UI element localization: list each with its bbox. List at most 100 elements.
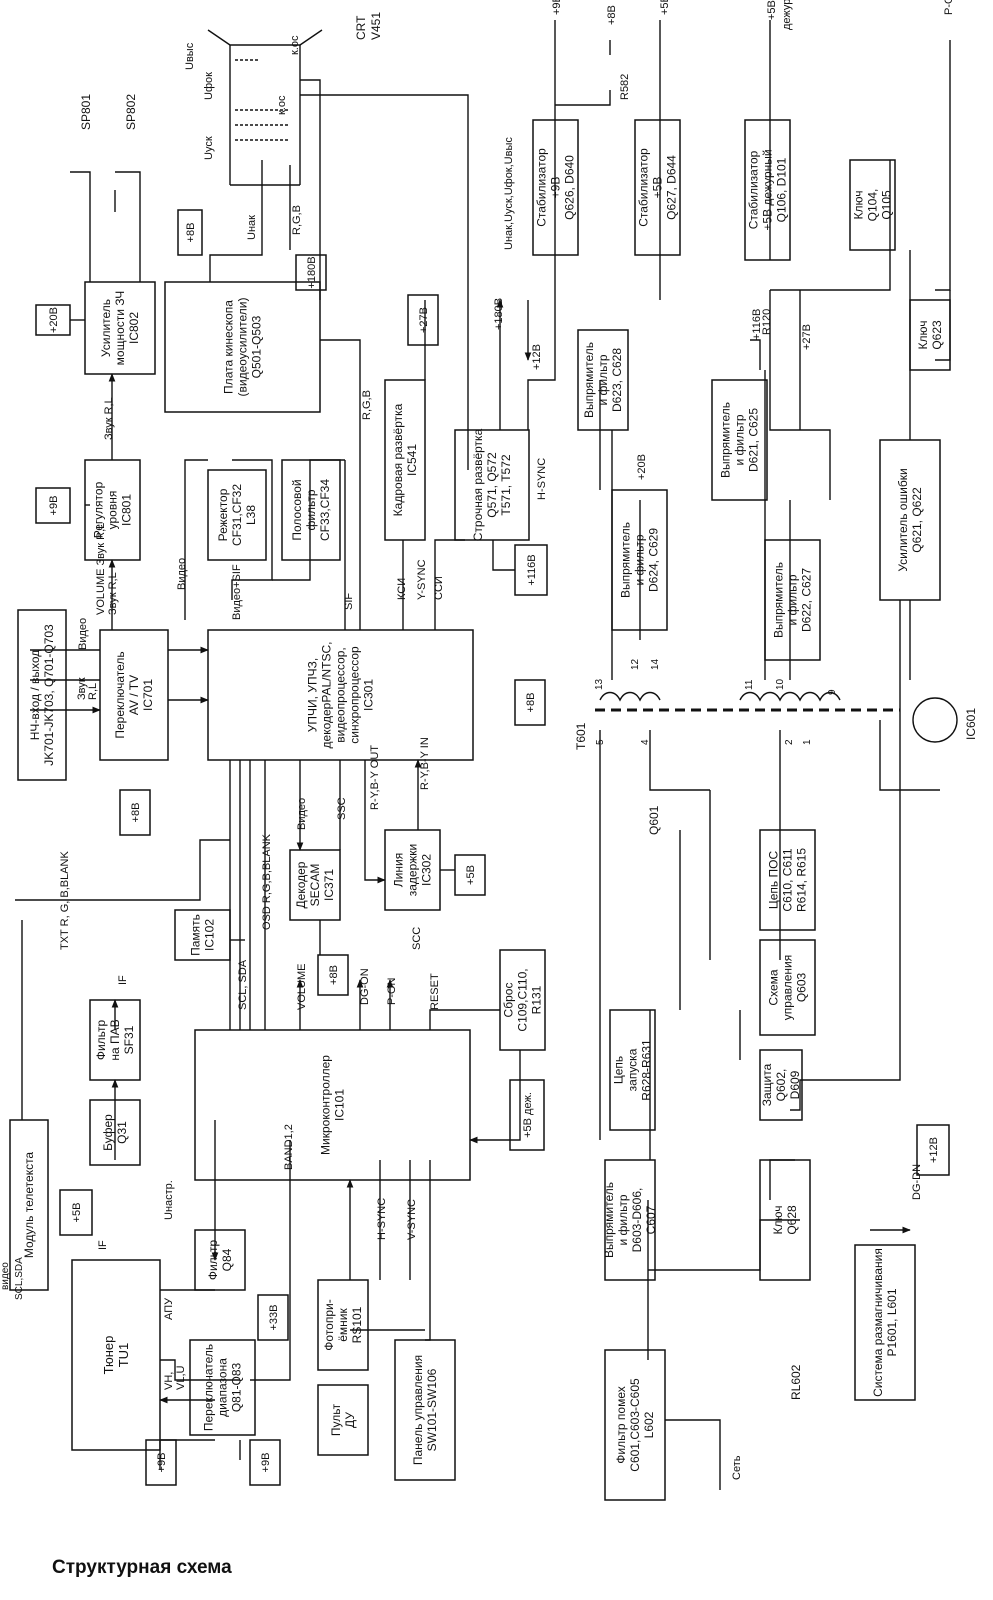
- rect-d623-box: [577, 329, 629, 431]
- plus20v-label: +20В: [48, 307, 60, 333]
- photo-box: [317, 1279, 369, 1371]
- rect-d622-label: Выпрямительи фильтрD622, C627: [772, 562, 814, 638]
- plus9v-band-box: [249, 1439, 281, 1486]
- buffer-label: БуферQ31: [101, 1114, 129, 1151]
- plus27v-vert-label: +27В: [418, 307, 430, 333]
- memory-box: [174, 909, 231, 961]
- plus12v-out-label: +12В: [531, 344, 543, 370]
- scl-sda-label: SCL, SDA: [237, 959, 249, 1010]
- rl602-label: RL602: [789, 1364, 803, 1400]
- txt-rgb-label: TXT R, G, B,BLANK: [59, 851, 71, 950]
- plus116v-out-label: +116В: [751, 309, 763, 340]
- plus9v-tuner-box: [145, 1439, 177, 1486]
- remote-box: [317, 1384, 369, 1456]
- plus33v-label: +33В: [268, 1305, 280, 1331]
- dgon-label: DG-ON: [359, 968, 371, 1005]
- reset-label: СбросC109,C110,R131: [502, 968, 544, 1031]
- rect-d622-box: [764, 539, 821, 661]
- stab5-label: Стабилизатор+5ВQ627, D644: [637, 148, 679, 227]
- pin14-label: 14: [650, 658, 661, 670]
- rect-main-label: Выпрямительи фильтрD603-D606,C607: [602, 1182, 658, 1258]
- band-switch-box: [189, 1339, 256, 1436]
- buffer-box: [89, 1099, 141, 1166]
- ysync-label: Y-SYNC: [416, 559, 428, 600]
- pin9-label: 9: [827, 689, 838, 695]
- crt-1-label: V451: [369, 12, 383, 40]
- plus180v-out-label: +180В: [493, 298, 505, 330]
- av-switch-label: ПереключательAV / TVIC701: [113, 651, 155, 738]
- av-io-box: [17, 609, 67, 781]
- rect-d623-label: Выпрямительи фильтрD623, C628: [582, 342, 624, 418]
- demag-label: Система размагничиванияP1601, L601: [871, 1248, 899, 1397]
- rejector-label: РежекторCF31,CF32L38: [216, 484, 258, 546]
- err-amp-label: Усилитель ошибкиQ621, Q622: [896, 468, 924, 571]
- ryby-in-label: R-Y,B-Y IN: [419, 737, 431, 790]
- reset-label: RESET: [429, 973, 441, 1010]
- stab9-label: Стабилизатор+9ВQ626, D640: [535, 148, 577, 227]
- plus8v-main-label: +8В: [525, 693, 537, 713]
- pin11-label: 11: [744, 679, 755, 690]
- rejector-box: [207, 469, 267, 561]
- startup-label: ЦепьзапускаR628-R631: [612, 1039, 654, 1101]
- plus12v-key-box: [916, 1124, 950, 1176]
- blocks: [9, 119, 951, 1501]
- video-av-label: Видео: [77, 618, 89, 650]
- uvolt-label: Uнак,Uуск,Uфок,Uвыс: [503, 137, 515, 250]
- crt-pin-4-label: к.ос: [289, 35, 301, 55]
- rect-d624-box: [611, 489, 668, 631]
- tuner-label: ТюнерTU1: [101, 1336, 131, 1375]
- photo-label: Фотопри-ёмникRS101: [322, 1299, 364, 1350]
- video-tt-label: видео: [0, 1262, 11, 1290]
- volume-label: VOLUME: [296, 964, 308, 1010]
- zvuk-rl-left2-label: R,L: [87, 683, 99, 700]
- panel-label: Панель управленияSW101-SW106: [411, 1355, 439, 1465]
- plus5v-tt-label: +5В: [71, 1203, 83, 1223]
- plus180v-box: [295, 254, 327, 291]
- pin12-label: 12: [630, 658, 641, 670]
- video-secam-label: Видео: [296, 798, 308, 830]
- av-io-label: НЧ-вход / выходJK701-JK703, Q701-Q703: [28, 624, 56, 766]
- pin2-label: 2: [784, 739, 795, 745]
- crt-pin-2-label: Uуск: [203, 136, 215, 160]
- av-switch-box: [99, 629, 169, 761]
- volume-rl-label: VOLUME Звук R,L: [95, 523, 107, 615]
- audio-amp-box: [84, 281, 156, 375]
- plus8v-kin-label: +8В: [185, 223, 197, 243]
- pos-loop-box: [759, 829, 816, 931]
- horizontal-label: Строчная развёрткаQ571, Q572T571, T572: [471, 428, 513, 541]
- protection-label: ЗащитаQ602,D609: [760, 1063, 802, 1106]
- plus5v-standby-top-1-label: дежурный: [781, 0, 793, 30]
- protection-box: [759, 1049, 803, 1121]
- secam-box: [289, 849, 341, 921]
- plus27v-out-label: +27В: [801, 324, 813, 350]
- mcu-box: [194, 1029, 471, 1181]
- pin1-label: 1: [802, 739, 813, 745]
- plus9v-band-label: +9В: [260, 1453, 272, 1473]
- stab5s-box: [744, 119, 791, 261]
- pin13-label: 13: [594, 678, 605, 690]
- pin4-label: 4: [640, 739, 651, 745]
- crt-pin-3-label: Uнак: [246, 215, 258, 240]
- plus12v-key-label: +12В: [928, 1137, 940, 1163]
- plus180v-label: +180В: [306, 256, 318, 288]
- plus5v-delay-box: [454, 854, 486, 896]
- saw-label: Фильтрна ПАВSF31: [94, 1019, 136, 1060]
- plus116v-hor-label: +116В: [526, 554, 538, 585]
- panel-box: [394, 1339, 456, 1481]
- r582-label: R582: [619, 74, 631, 100]
- plus8v-secam-box: [317, 954, 349, 996]
- sif-label: SIF: [343, 593, 355, 610]
- filter-q84-box: [194, 1229, 246, 1291]
- teletext-label: Модуль телетекста: [22, 1152, 36, 1259]
- err-amp-box: [879, 439, 941, 601]
- dgdn-label: DG-DN: [911, 1164, 923, 1200]
- t601-label: T601: [574, 722, 588, 750]
- pon-top-label: P-ON: [943, 0, 955, 15]
- audio-amp-label: Усилительмощности ЗЧIC802: [99, 291, 141, 366]
- rect-main-box: [604, 1159, 656, 1281]
- key-q623-label: КлючQ623: [916, 320, 944, 350]
- plus8v-top-label: +8В: [606, 5, 618, 25]
- memory-label: ПамятьIC102: [189, 914, 217, 956]
- wires: [15, 20, 958, 1490]
